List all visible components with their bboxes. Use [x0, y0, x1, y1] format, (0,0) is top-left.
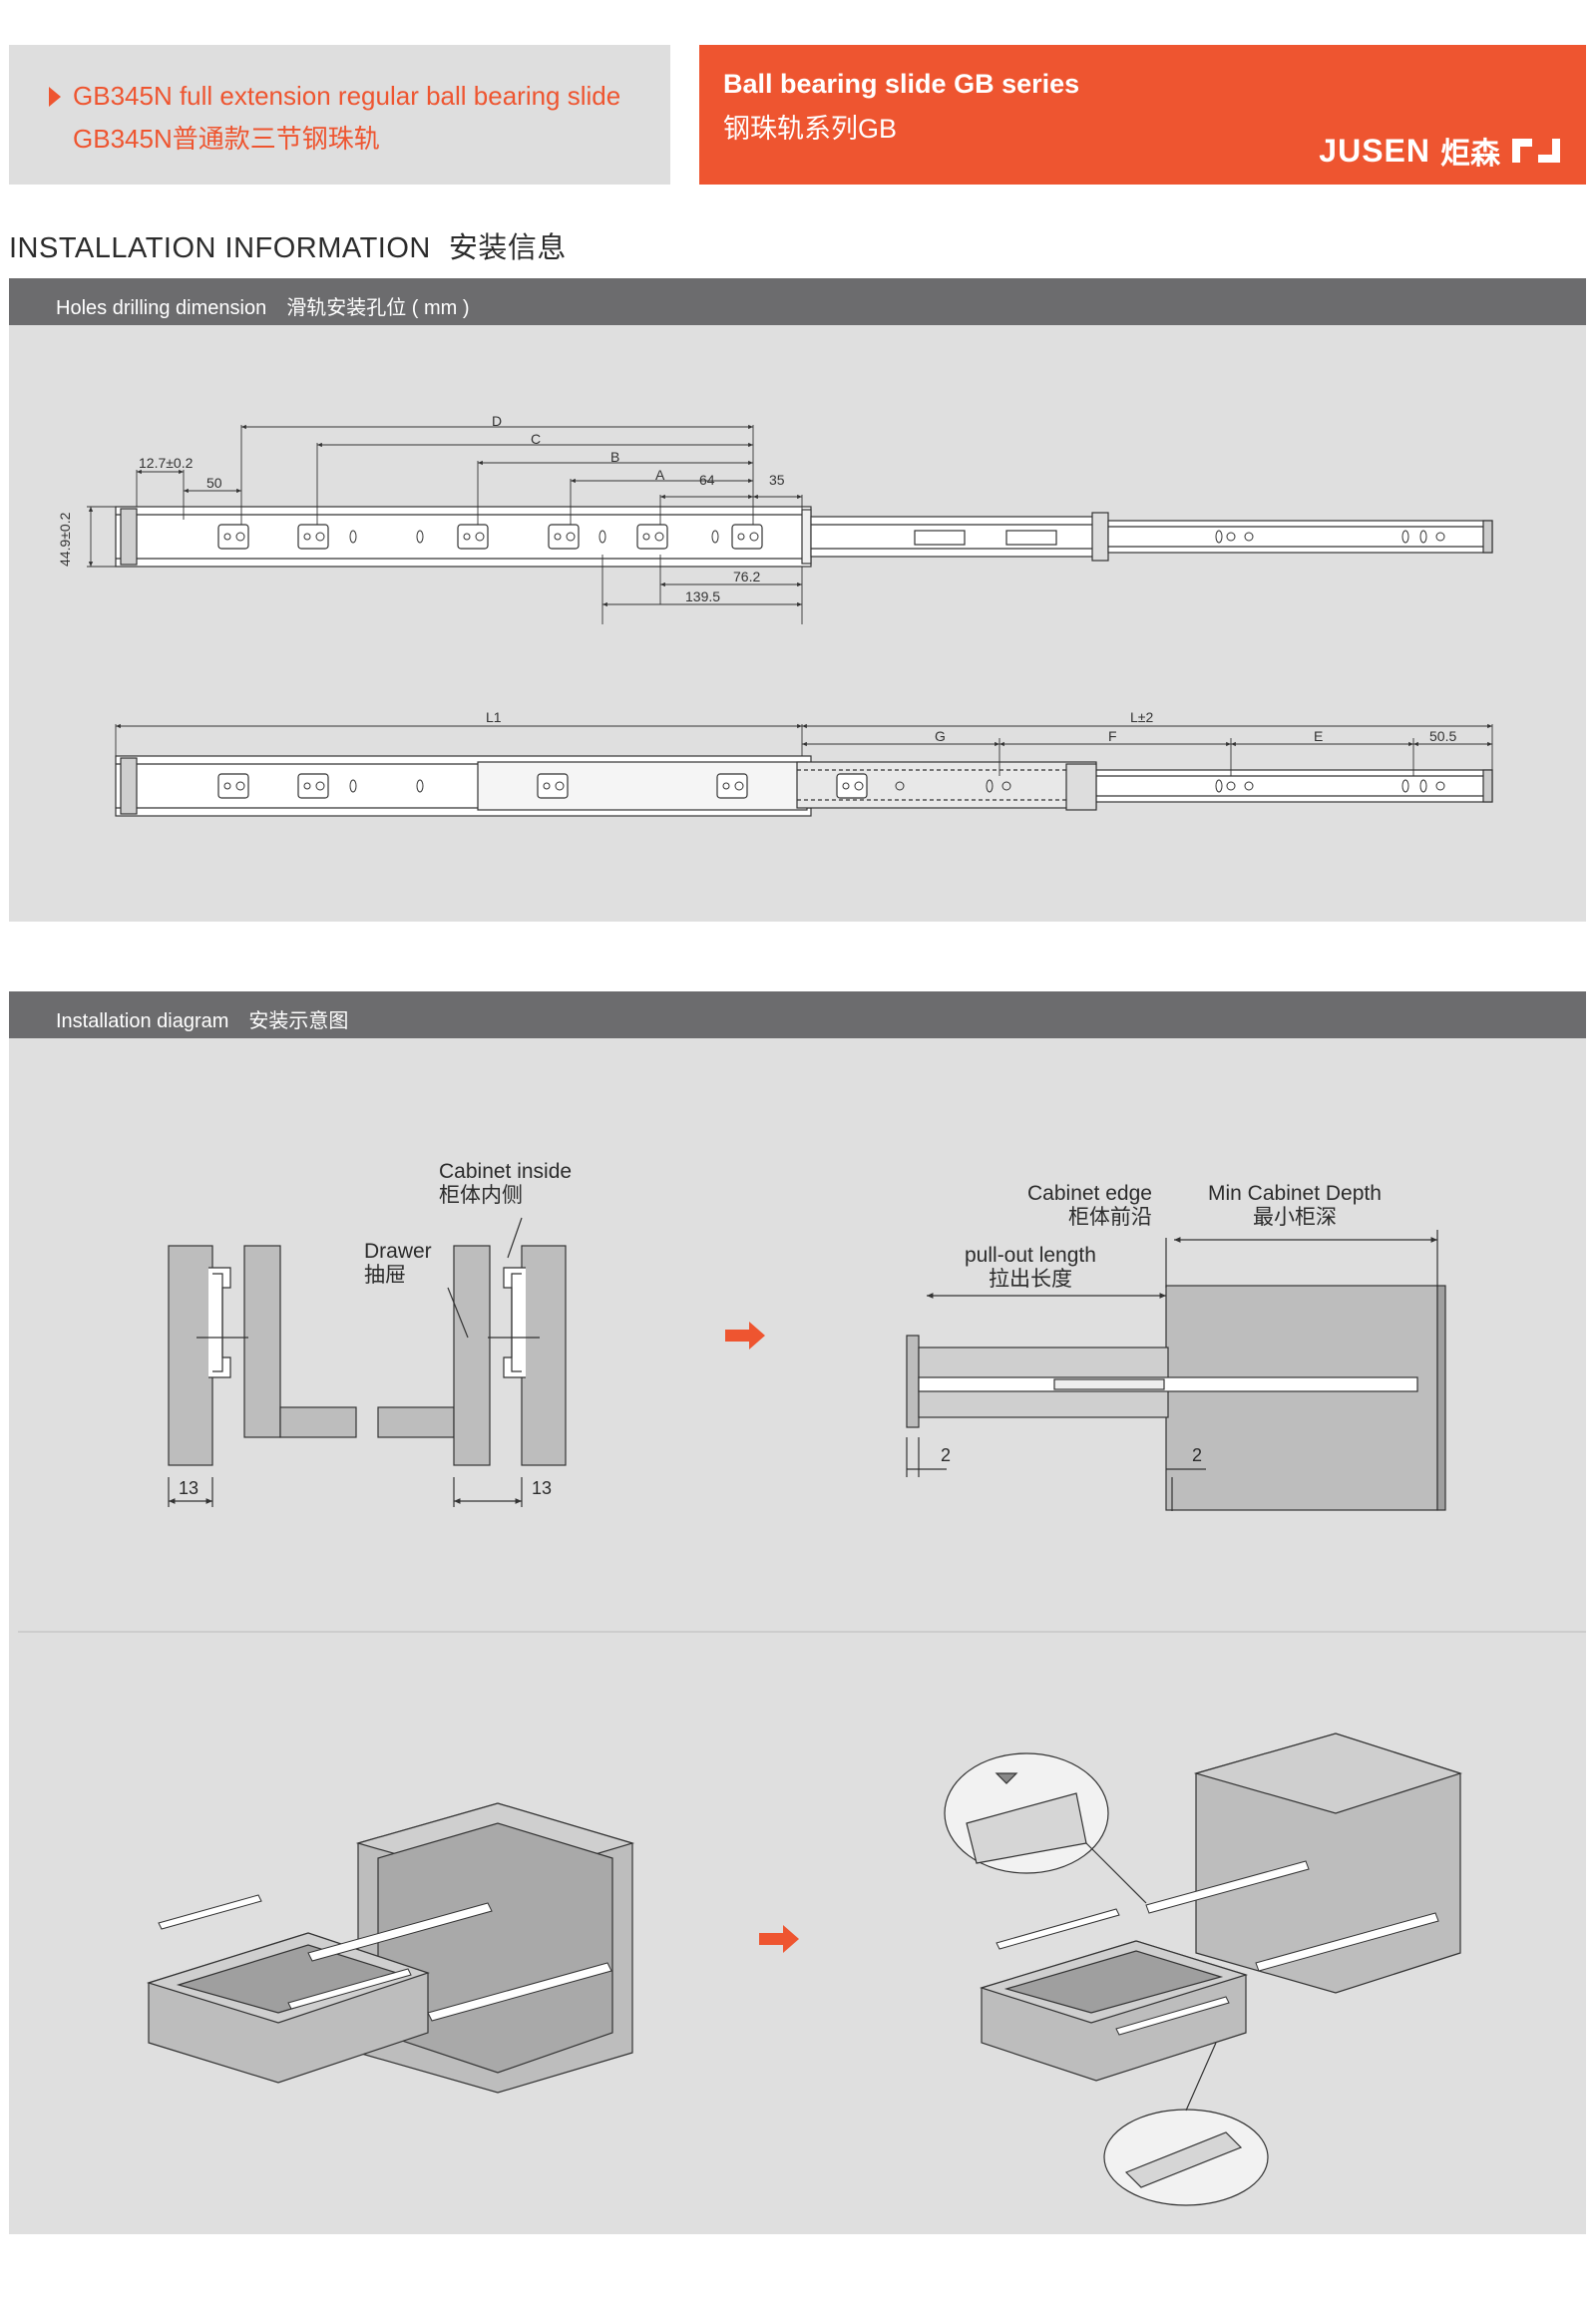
min-cabinet-depth-label: Min Cabinet Depth 最小柜深	[1208, 1182, 1382, 1230]
pull-out-length-label: pull-out length 拉出长度	[965, 1244, 1096, 1292]
triangle-bullet-icon	[49, 87, 61, 107]
series-box: Ball bearing slide GB series 钢珠轨系列GB JUS…	[699, 45, 1586, 185]
dim-f: F	[1108, 728, 1117, 744]
brand-logo: JUSEN 炬森	[1319, 129, 1562, 173]
installation-diagram-label: Installation diagram 安装示意图	[56, 1010, 349, 1032]
section-title-cn: 安装信息	[448, 232, 567, 264]
dim-l1: L1	[486, 709, 502, 725]
dim-64: 64	[699, 472, 715, 488]
series-name-en: Ball bearing slide GB series	[723, 69, 1080, 99]
right-cabinet	[1193, 1733, 1462, 1994]
gap-2-right: 2	[1192, 1445, 1203, 1465]
left-cross-section	[168, 1245, 357, 1507]
drawer-label: Drawer 抽屉	[364, 1240, 432, 1288]
holes-drilling-label: Holes drilling dimension 滑轨安装孔位 ( mm )	[56, 297, 470, 319]
installation-3d-panel	[9, 1634, 1586, 2234]
brand-name-en: JUSEN	[1319, 132, 1430, 169]
gap-2-left: 2	[941, 1445, 952, 1465]
bottom-slide-holes	[217, 773, 1445, 799]
left-drawer	[146, 1932, 430, 2084]
installation-diagram-panel: Cabinet inside 柜体内侧 Drawer 抽屉 13 13 Cabi…	[9, 1038, 1586, 1634]
series-name-cn: 钢珠轨系列GB	[723, 114, 898, 144]
section-title-en: INSTALLATION INFORMATION	[9, 232, 431, 264]
dim-l2: L±2	[1130, 709, 1154, 725]
product-name-box: GB345N full extension regular ball beari…	[9, 45, 670, 185]
bottom-dimension-lines	[115, 723, 1493, 776]
brand-name-cn: 炬森	[1440, 138, 1500, 171]
holes-drilling-panel: D C B A 12.7±0.2 50 64 35 44.9±0.2 76.2 …	[9, 325, 1586, 922]
cross-section-drawing	[18, 1217, 1586, 1633]
dim-c: C	[531, 431, 542, 447]
product-name-en: GB345N full extension regular ball beari…	[73, 81, 621, 111]
right-cross-section	[377, 1217, 567, 1507]
left-slides	[158, 1894, 612, 2022]
dim-g: G	[935, 728, 946, 744]
left-cabinet	[355, 1802, 635, 2094]
dim-76-2: 76.2	[733, 569, 761, 584]
top-dimension-lines	[87, 424, 803, 624]
side-view-drawing	[906, 1230, 1446, 1511]
dim-d: D	[492, 413, 503, 429]
gap-left-13: 13	[179, 1478, 200, 1498]
dim-44-9: 44.9±0.2	[57, 512, 73, 567]
slide-dimension-drawing	[87, 424, 1493, 817]
right-drawer	[979, 1940, 1249, 2082]
top-slide	[115, 506, 1493, 568]
dim-a: A	[655, 467, 665, 483]
cabinet-edge-label: Cabinet edge 柜体前沿	[1027, 1182, 1152, 1230]
zoom-detail-top	[944, 1752, 1147, 1904]
section-title: INSTALLATION INFORMATION 安装信息	[9, 224, 567, 266]
right-slides	[996, 1860, 1439, 2036]
dim-b: B	[610, 449, 620, 465]
dim-12-7: 12.7±0.2	[139, 455, 194, 471]
dim-139-5: 139.5	[685, 588, 721, 604]
installation-diagram-bar: Installation diagram 安装示意图	[9, 991, 1586, 1038]
product-name-cn: GB345N普通款三节钢珠轨	[73, 124, 380, 154]
holes-drilling-bar: Holes drilling dimension 滑轨安装孔位 ( mm )	[9, 278, 1586, 325]
arrow-right-icon-2	[759, 1925, 799, 1953]
cabinet-inside-label: Cabinet inside 柜体内侧	[439, 1160, 573, 1208]
dim-50: 50	[206, 475, 222, 491]
brand-mark-icon	[1512, 139, 1560, 163]
installation-3d-drawing	[146, 1733, 1462, 2206]
dim-35: 35	[769, 472, 785, 488]
zoom-detail-bottom	[1103, 2042, 1269, 2206]
top-slide-holes	[217, 524, 1445, 550]
dim-50-5: 50.5	[1429, 728, 1457, 744]
arrow-right-icon-1	[725, 1322, 765, 1349]
gap-right-13: 13	[532, 1478, 553, 1498]
dim-e: E	[1314, 728, 1324, 744]
